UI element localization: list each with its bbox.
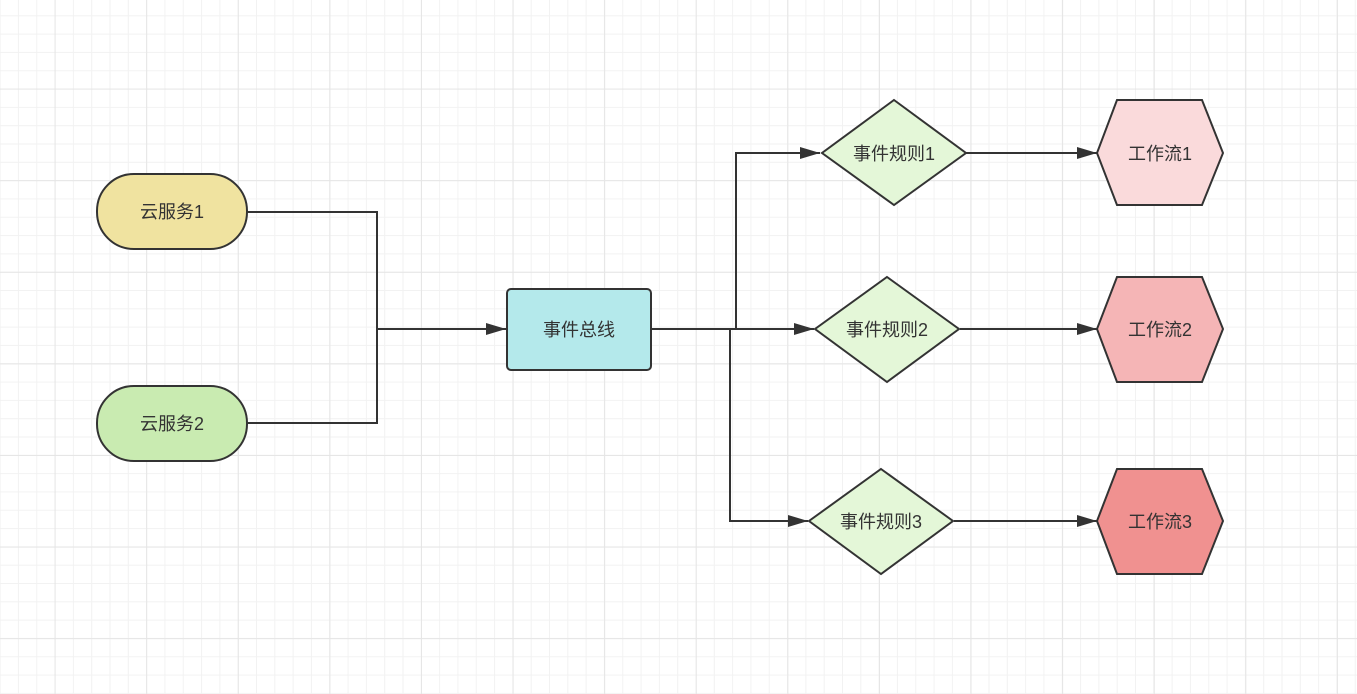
- workflow-1-label: 工作流1: [1128, 144, 1192, 164]
- event-bus-label: 事件总线: [543, 320, 615, 340]
- node-event-rule-2[interactable]: 事件规则2: [813, 275, 961, 384]
- connector-bus-to-rule3[interactable]: [652, 328, 808, 527]
- event-rule-3-label: 事件规则3: [840, 512, 922, 532]
- event-rule-1-label: 事件规则1: [853, 144, 935, 164]
- connector-cloud1-to-bus[interactable]: [248, 211, 378, 329]
- workflow-3-label: 工作流3: [1128, 512, 1192, 532]
- node-event-rule-3[interactable]: 事件规则3: [807, 467, 955, 576]
- event-rule-2-label: 事件规则2: [846, 320, 928, 340]
- cloud-service-1-label: 云服务1: [140, 202, 204, 222]
- node-cloud-service-2[interactable]: 云服务2: [96, 385, 248, 462]
- connector-cloud2-to-bus[interactable]: [248, 329, 378, 424]
- node-event-bus[interactable]: 事件总线: [506, 288, 652, 371]
- connector-bus-to-rule1[interactable]: [652, 147, 820, 330]
- node-cloud-service-1[interactable]: 云服务1: [96, 173, 248, 250]
- node-event-rule-1[interactable]: 事件规则1: [820, 98, 968, 207]
- workflow-2-label: 工作流2: [1128, 320, 1192, 340]
- node-workflow-2[interactable]: 工作流2: [1095, 276, 1225, 383]
- node-workflow-3[interactable]: 工作流3: [1095, 468, 1225, 575]
- cloud-service-2-label: 云服务2: [140, 414, 204, 434]
- node-workflow-1[interactable]: 工作流1: [1095, 99, 1225, 206]
